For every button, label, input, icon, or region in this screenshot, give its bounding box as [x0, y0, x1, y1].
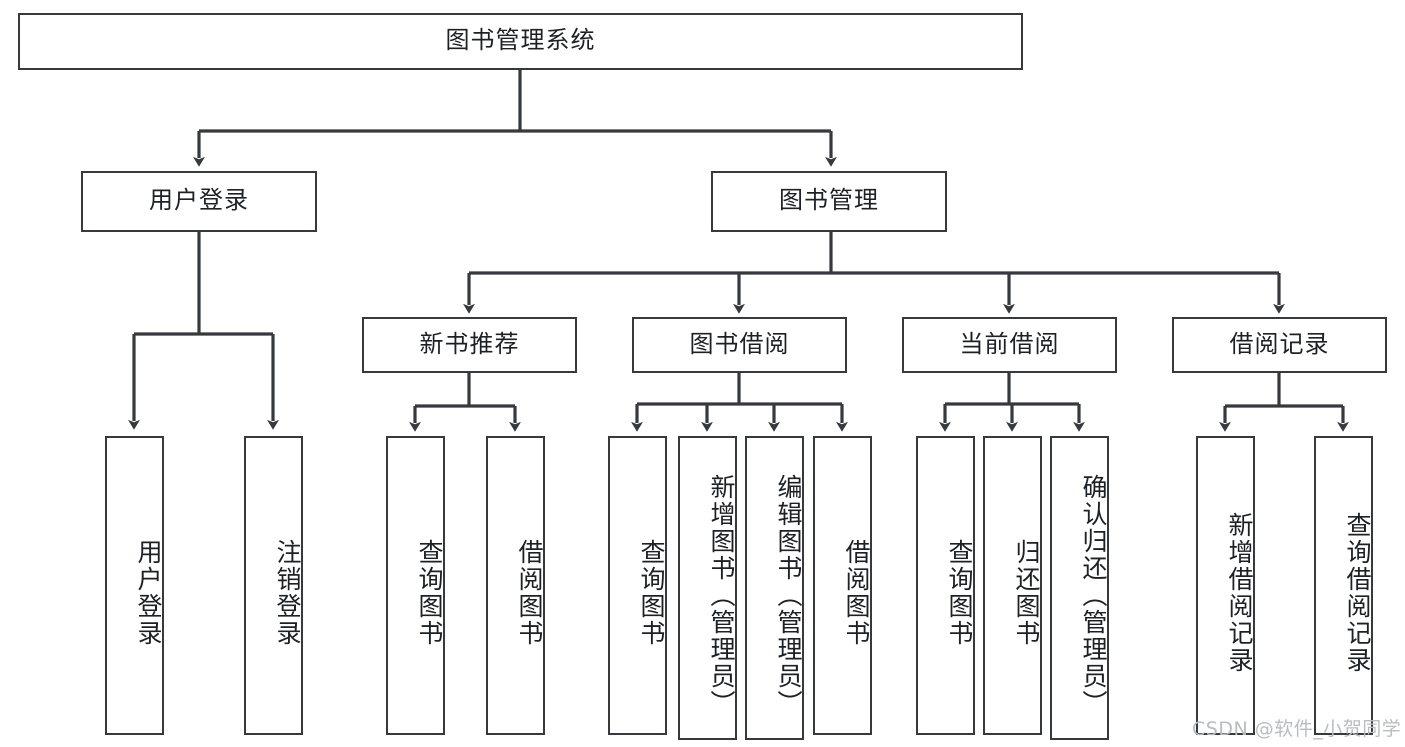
leaf-new-book-query-book[interactable]: 查询图书 — [386, 436, 445, 735]
leaf-book-borrow-edit-book-admin[interactable]: 编辑图书（管理员） — [745, 436, 804, 740]
leaf-current-borrow-query-book[interactable]: 查询图书 — [916, 436, 975, 735]
node-label: 新增借阅记录 — [1225, 511, 1253, 674]
node-label: 借阅记录 — [1229, 330, 1330, 358]
leaf-borrow-record-query-record[interactable]: 查询借阅记录 — [1314, 436, 1373, 735]
leaf-current-borrow-confirm-return-admin[interactable]: 确认归还（管理员） — [1050, 436, 1109, 740]
node-label: 用户登录 — [149, 187, 249, 215]
node-label: 用户登录 — [134, 538, 162, 647]
leaf-current-borrow-return-book[interactable]: 归还图书 — [983, 436, 1042, 735]
node-label: 查询图书 — [415, 538, 443, 647]
node-label: 图书管理 — [779, 187, 879, 215]
leaf-book-borrow-borrow-book[interactable]: 借阅图书 — [813, 436, 872, 735]
node-label: 当前借阅 — [959, 330, 1060, 358]
node-label: 注销登录 — [273, 538, 301, 647]
csdn-watermark: CSDN @软件_小贺同学 — [1192, 718, 1402, 740]
node-root-book-management-system[interactable]: 图书管理系统 — [18, 13, 1023, 70]
node-borrow-record[interactable]: 借阅记录 — [1172, 317, 1387, 373]
leaf-user-login-logout[interactable]: 注销登录 — [244, 436, 303, 735]
node-label: 借阅图书 — [515, 538, 543, 647]
node-label: 查询图书 — [945, 538, 973, 647]
node-label: 图书管理系统 — [445, 27, 596, 55]
node-label: 编辑图书（管理员） — [774, 473, 802, 717]
leaf-user-login-login[interactable]: 用户登录 — [105, 436, 164, 735]
leaf-book-borrow-query-book[interactable]: 查询图书 — [608, 436, 667, 735]
node-book-borrow[interactable]: 图书借阅 — [632, 317, 847, 373]
node-label: 查询借阅记录 — [1343, 511, 1371, 674]
node-label: 借阅图书 — [842, 538, 870, 647]
node-label: 确认归还（管理员） — [1079, 473, 1107, 717]
node-label: 新增图书（管理员） — [707, 473, 735, 717]
node-label: 归还图书 — [1012, 538, 1040, 647]
node-label: 查询图书 — [637, 538, 665, 647]
node-current-borrow[interactable]: 当前借阅 — [902, 317, 1117, 373]
node-book-management[interactable]: 图书管理 — [711, 171, 947, 232]
node-new-book-recommend[interactable]: 新书推荐 — [362, 317, 577, 373]
node-user-login[interactable]: 用户登录 — [81, 171, 317, 232]
node-label: 图书借阅 — [689, 330, 790, 358]
leaf-borrow-record-add-record[interactable]: 新增借阅记录 — [1196, 436, 1255, 735]
node-label: 新书推荐 — [419, 330, 520, 358]
leaf-book-borrow-add-book-admin[interactable]: 新增图书（管理员） — [678, 436, 737, 740]
leaf-new-book-borrow-book[interactable]: 借阅图书 — [486, 436, 545, 735]
